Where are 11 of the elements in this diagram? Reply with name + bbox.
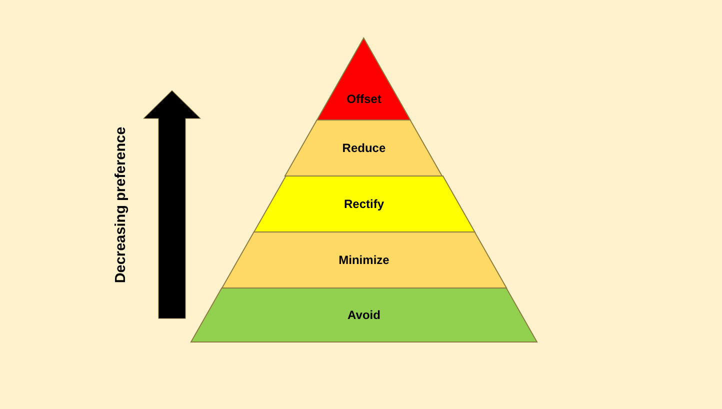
tier-label: Minimize — [338, 253, 390, 267]
tier-label: Offset — [346, 92, 382, 106]
tier-label: Reduce — [342, 141, 386, 155]
pyramid-tier — [191, 288, 537, 342]
pyramid-tier — [285, 120, 443, 176]
pyramid-apex — [317, 38, 411, 120]
pyramid-tier — [222, 232, 506, 288]
arrow-label: Decreasing preference — [113, 126, 129, 284]
tier-label: Avoid — [348, 308, 380, 322]
pyramid-tier — [254, 176, 474, 232]
tier-label: Rectify — [344, 197, 384, 211]
